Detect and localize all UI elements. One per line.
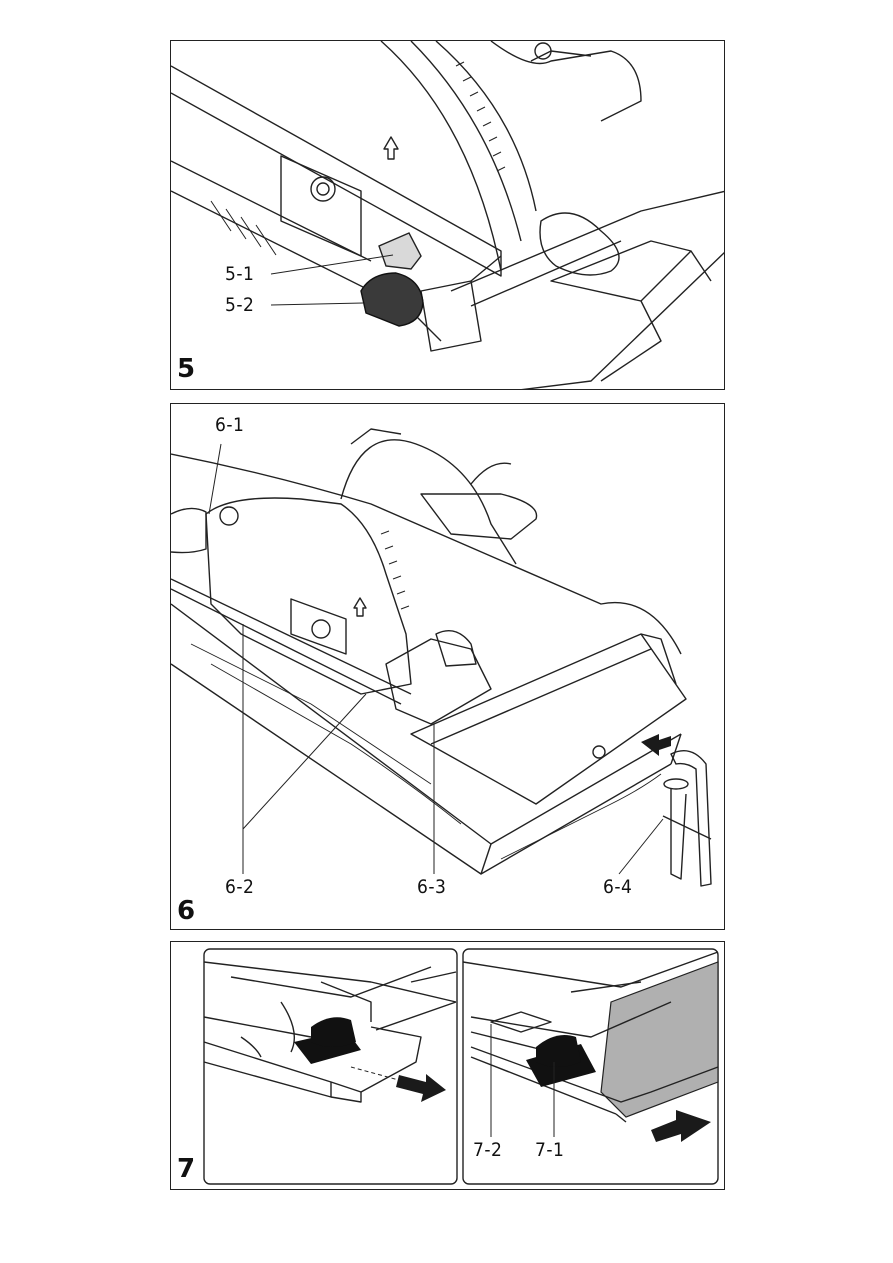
figure-number-5: 5: [177, 354, 195, 384]
figure-7-illustration: [171, 942, 725, 1190]
figure-6-panel: 6-1 6-2 6-3 6-4 6: [170, 403, 725, 930]
callout-5-1: 5-1: [225, 263, 254, 285]
callout-6-4: 6-4: [603, 876, 632, 898]
callout-6-1: 6-1: [215, 414, 244, 436]
callout-6-2: 6-2: [225, 876, 254, 898]
figure-5-illustration: [171, 41, 725, 390]
figure-7-panel: 7-2 7-1 7: [170, 941, 725, 1190]
figure-5-panel: 5-1 5-2 5: [170, 40, 725, 390]
callout-7-1: 7-1: [535, 1139, 564, 1161]
callout-6-3: 6-3: [417, 876, 446, 898]
callout-5-2: 5-2: [225, 294, 254, 316]
callout-7-2: 7-2: [473, 1139, 502, 1161]
figure-number-7: 7: [177, 1154, 195, 1184]
figure-number-6: 6: [177, 896, 195, 926]
figure-6-illustration: [171, 404, 725, 930]
